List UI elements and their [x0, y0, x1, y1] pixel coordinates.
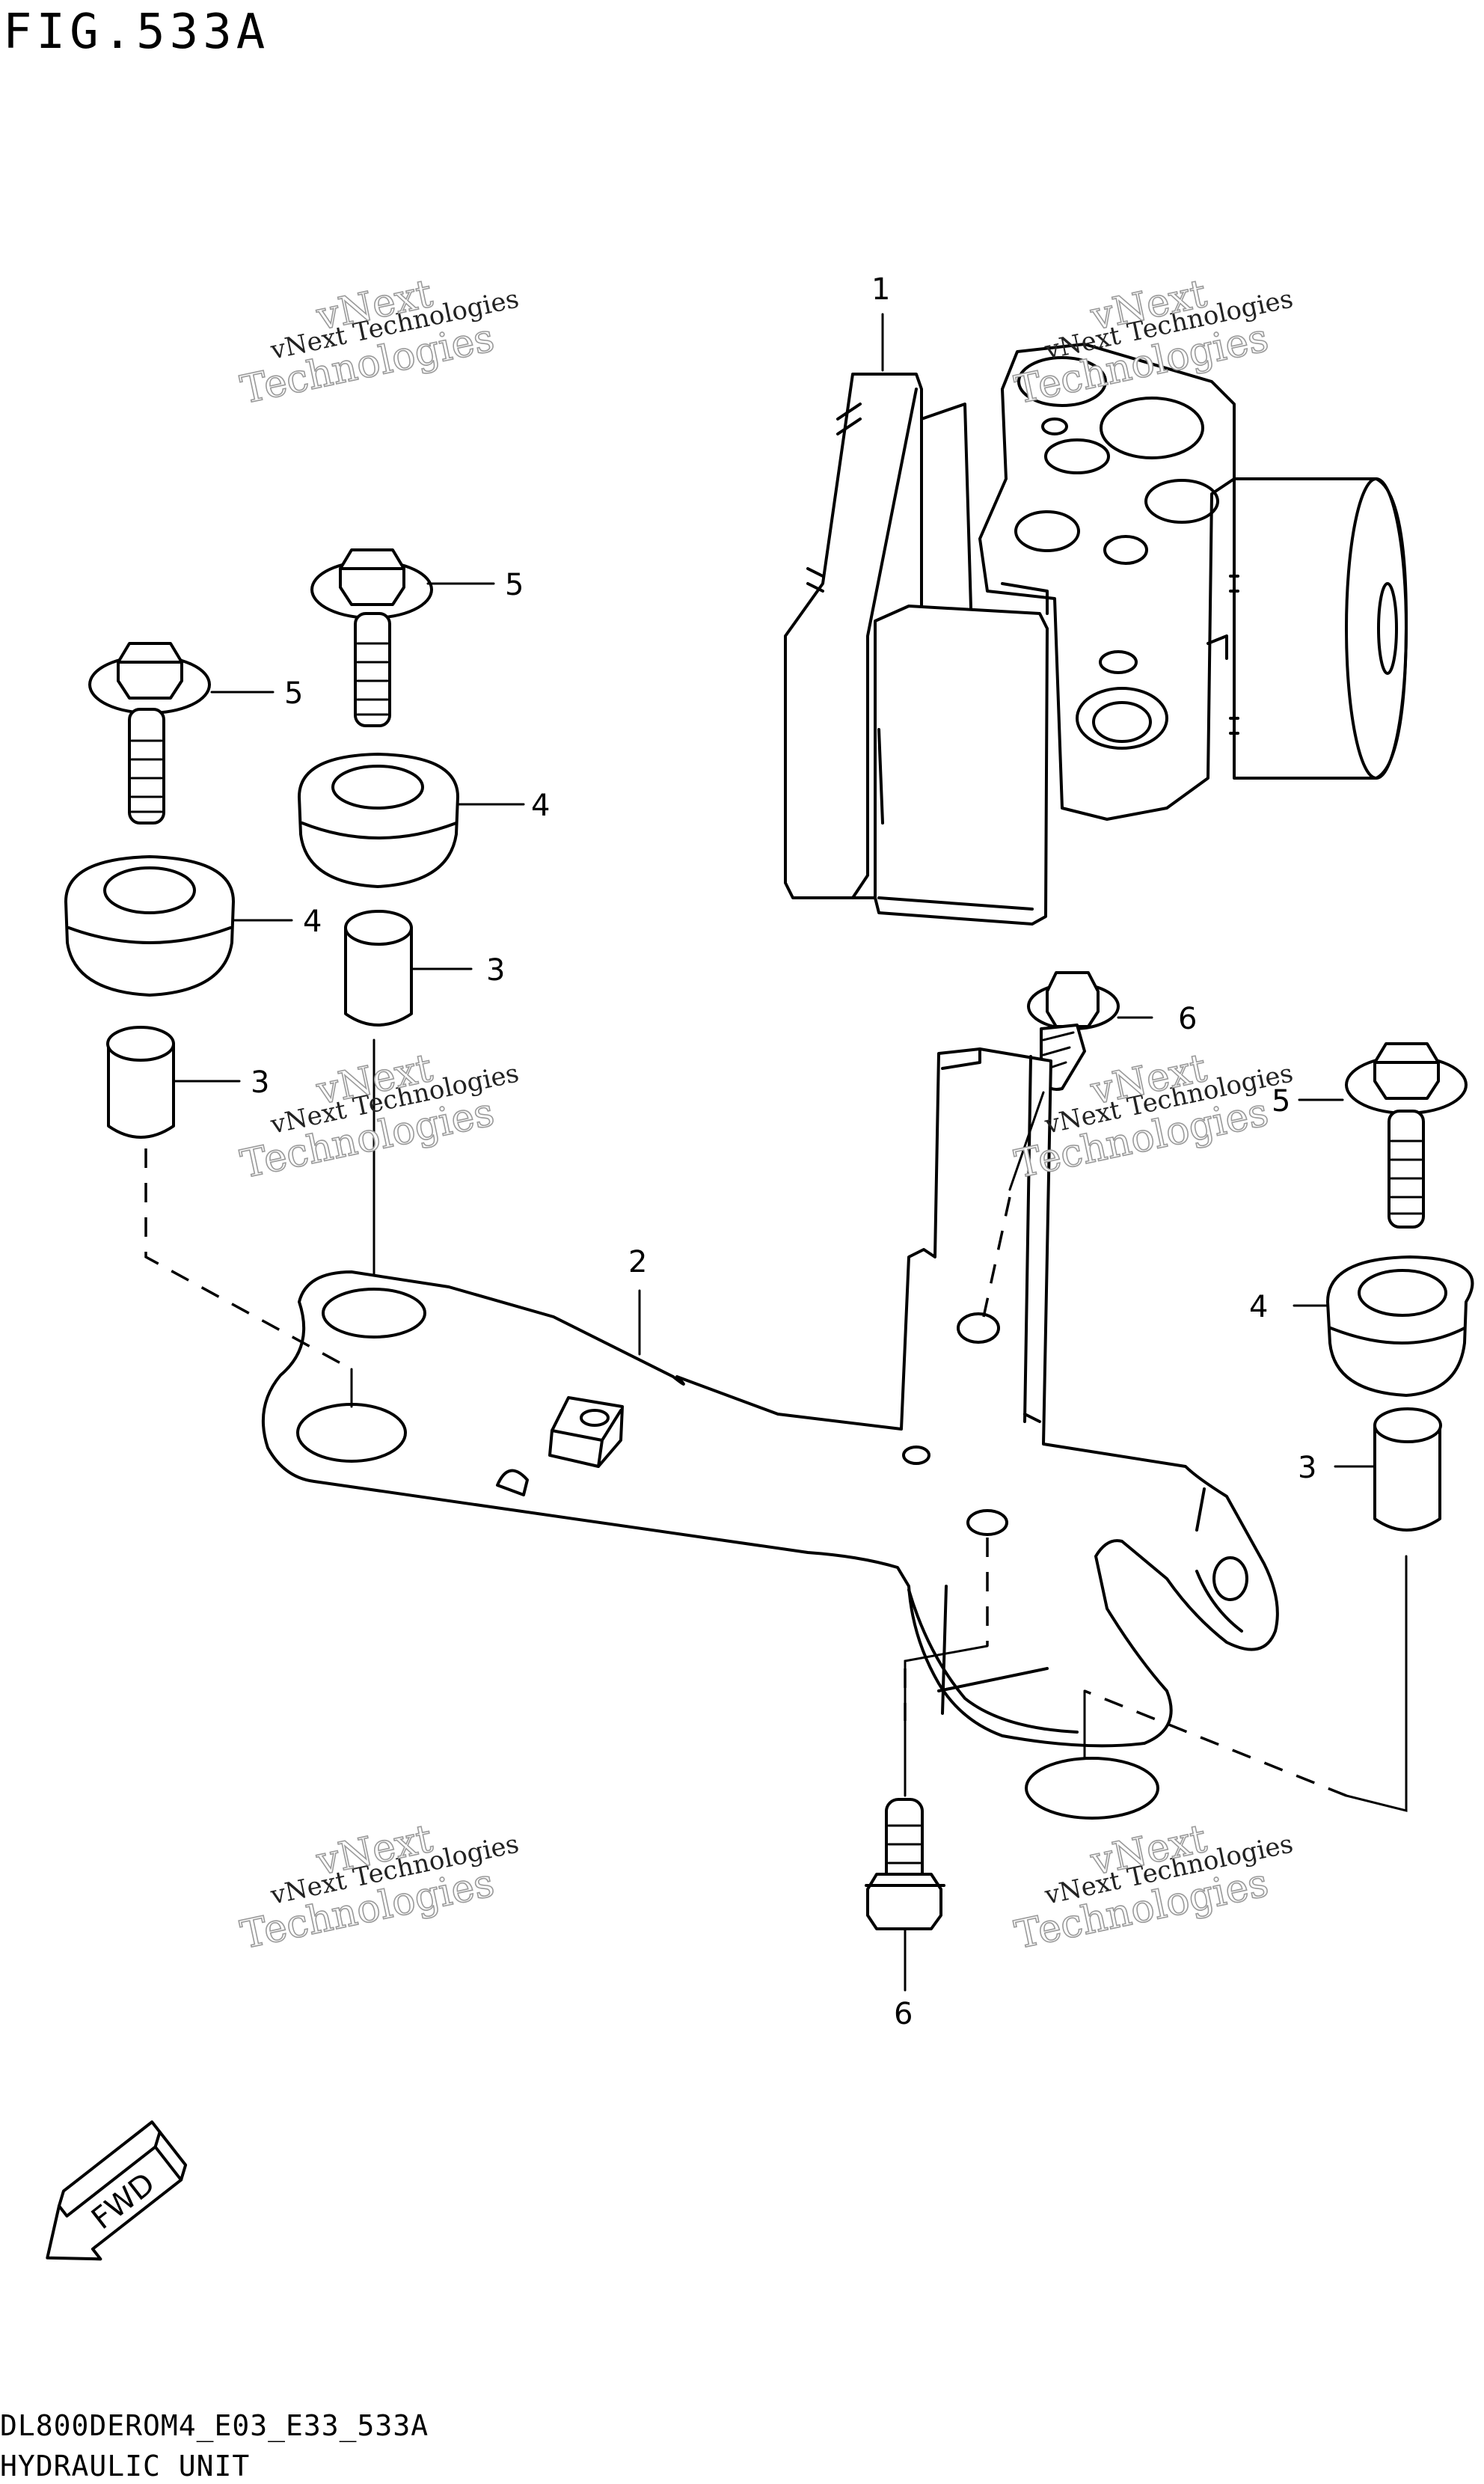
- diagram-code: DL800DEROM4_E03_E33_533A: [0, 2409, 429, 2442]
- cushion-4-upper-icon[interactable]: [298, 753, 459, 888]
- callout-5-right: 5: [1272, 1084, 1290, 1119]
- diagram-name: HYDRAULIC UNIT: [0, 2450, 251, 2483]
- bolt-5-right-icon[interactable]: [1345, 1042, 1468, 1229]
- callout-3-upper: 3: [486, 953, 505, 988]
- cushion-4-left-icon[interactable]: [64, 855, 235, 997]
- callout-6-lower: 6: [894, 1997, 913, 2031]
- leader-lines: [144, 313, 1408, 1992]
- bracket-icon[interactable]: [261, 1047, 1279, 1820]
- spacer-3-left-icon[interactable]: [106, 1026, 175, 1139]
- callout-3-left: 3: [251, 1065, 269, 1100]
- callout-5-upper: 5: [505, 568, 524, 602]
- hydraulic-unit-icon[interactable]: [784, 343, 1408, 926]
- bolt-6-lower-icon[interactable]: [865, 1798, 945, 1930]
- fwd-direction-arrow-icon: FWD: [46, 2120, 188, 2261]
- callout-3-right: 3: [1298, 1451, 1316, 1485]
- callout-labels: 1 2 3 3 3 4 4 4 5 5 5 6 6: [251, 272, 1316, 2031]
- cushion-4-right-icon[interactable]: [1326, 1255, 1474, 1397]
- callout-2: 2: [628, 1245, 647, 1279]
- spacer-3-right-icon[interactable]: [1373, 1407, 1442, 1532]
- callout-4-right: 4: [1249, 1290, 1268, 1324]
- bolt-5-left-icon[interactable]: [88, 642, 211, 825]
- callout-5-left: 5: [284, 676, 303, 711]
- figure-title: FIG.533A: [3, 4, 270, 60]
- callout-4-left: 4: [303, 905, 322, 939]
- spacer-3-upper-icon[interactable]: [344, 910, 413, 1027]
- bolt-5-upper-icon[interactable]: [310, 548, 433, 727]
- callout-6-upper: 6: [1178, 1002, 1197, 1036]
- callout-4-upper: 4: [531, 789, 550, 823]
- callout-1: 1: [871, 272, 890, 307]
